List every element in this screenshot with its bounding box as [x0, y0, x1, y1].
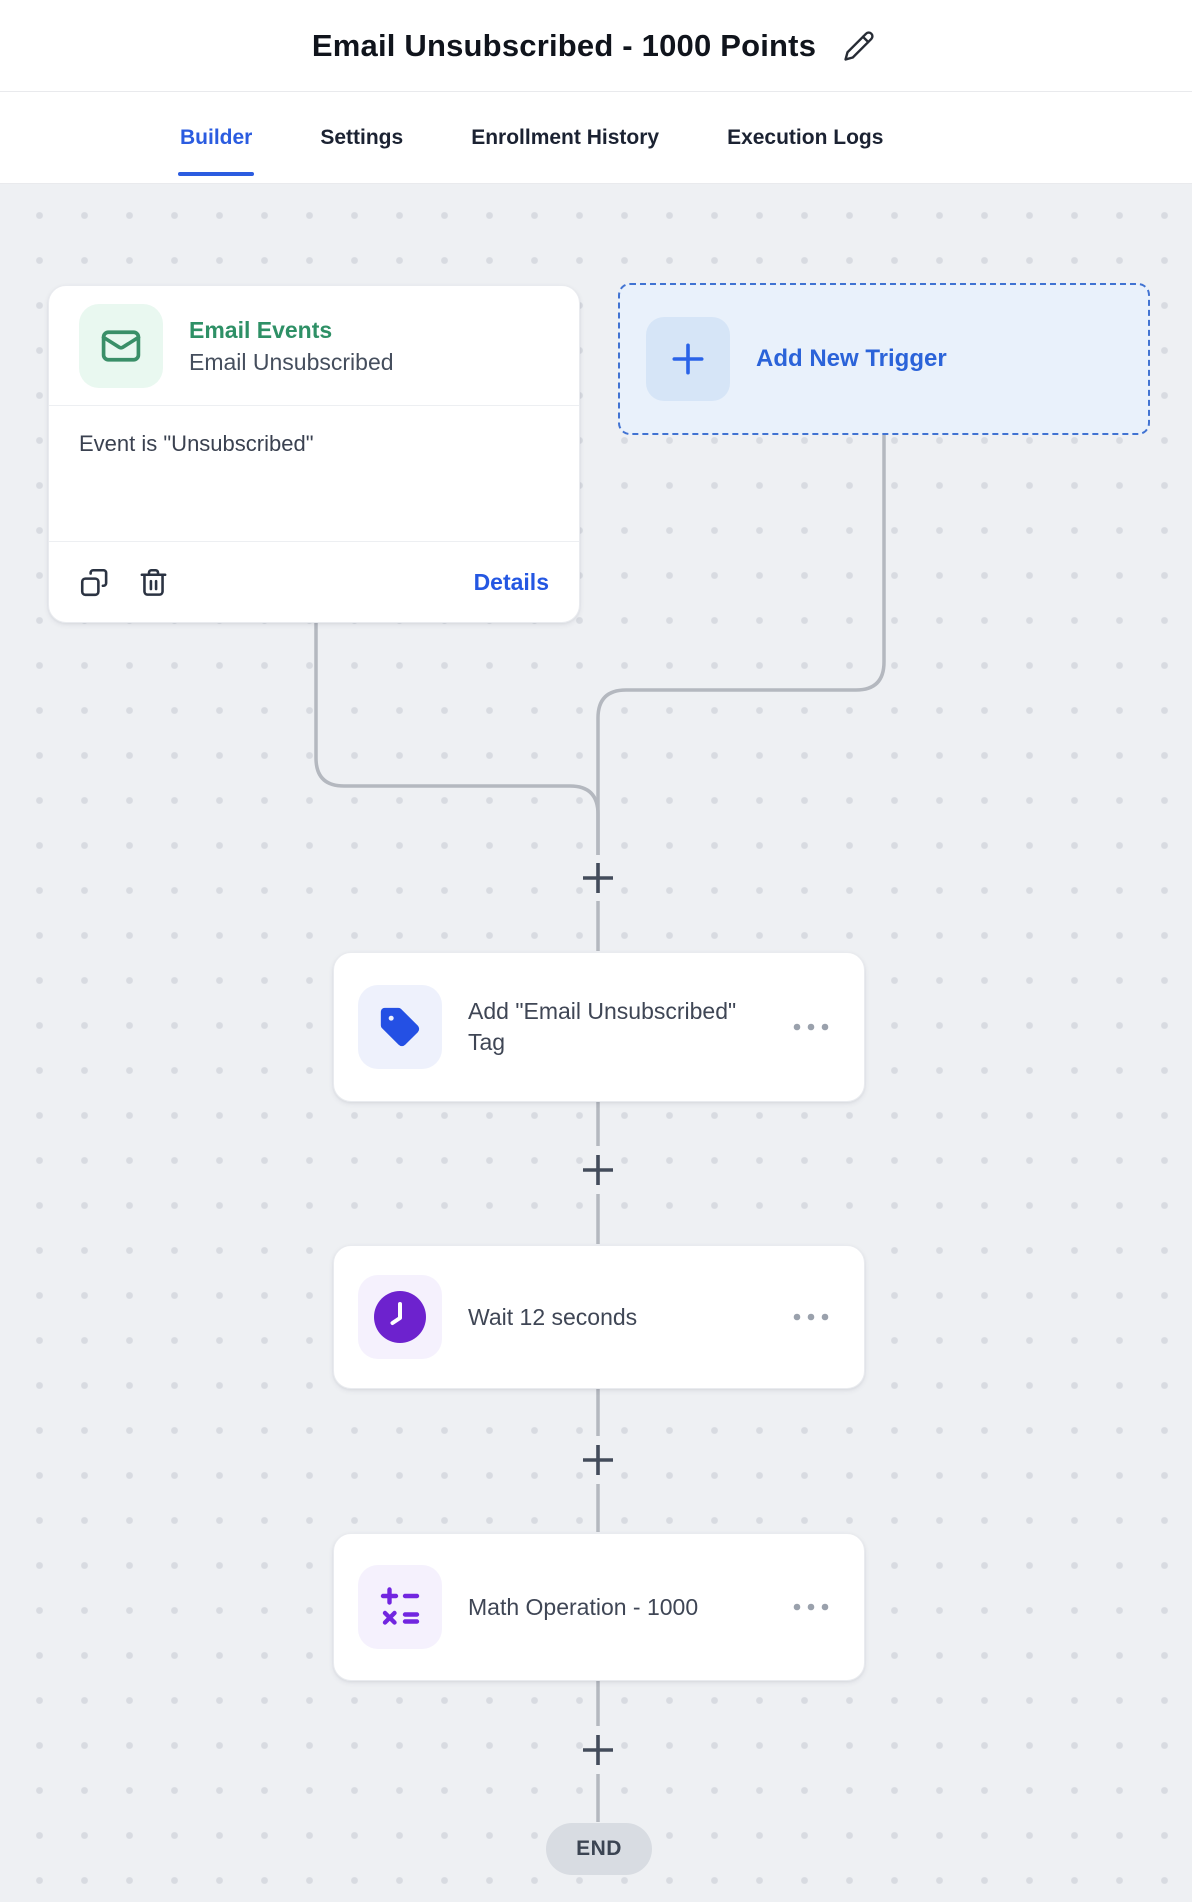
page-title: Email Unsubscribed - 1000 Points [311, 27, 817, 63]
workflow-header: Email Unsubscribed - 1000 Points [0, 0, 1192, 92]
step-menu-button[interactable] [792, 1596, 834, 1618]
add-step-button[interactable] [580, 1732, 616, 1768]
delete-trigger-button[interactable] [138, 567, 169, 598]
ellipsis-icon [793, 1313, 829, 1321]
tab-enrollment-history[interactable]: Enrollment History [469, 92, 661, 183]
tab-builder[interactable]: Builder [178, 92, 255, 183]
copy-icon [80, 568, 108, 596]
step-card-wait[interactable]: Wait 12 seconds [333, 1245, 865, 1389]
plus-icon [583, 863, 613, 893]
step-icon-badge [358, 985, 442, 1069]
add-new-trigger-label: Add New Trigger [756, 345, 947, 372]
workflow-canvas[interactable]: Email Events Email Unsubscribed Event is… [0, 184, 1192, 1902]
plus-icon [583, 1445, 613, 1475]
trigger-icon-badge [79, 303, 163, 388]
trigger-card-footer: Details [49, 542, 579, 622]
plus-badge [646, 317, 730, 401]
add-step-button[interactable] [580, 860, 616, 896]
step-title: Wait 12 seconds [468, 1303, 638, 1330]
tab-label: Builder [180, 125, 253, 149]
ellipsis-icon [793, 1603, 829, 1611]
trigger-card[interactable]: Email Events Email Unsubscribed Event is… [48, 285, 580, 623]
divider [49, 541, 579, 542]
ellipsis-icon [793, 1023, 829, 1031]
end-label: END [576, 1837, 622, 1860]
step-card-add-tag[interactable]: Add "Email Unsubscribed" Tag [333, 952, 865, 1102]
step-card-math-operation[interactable]: Math Operation - 1000 [333, 1533, 865, 1681]
step-icon-badge [358, 1275, 442, 1359]
trash-icon [140, 568, 167, 596]
trigger-name: Email Unsubscribed [189, 348, 394, 375]
plus-icon [583, 1735, 613, 1765]
step-menu-button[interactable] [792, 1016, 834, 1038]
tab-bar: Builder Settings Enrollment History Exec… [0, 92, 1192, 184]
clock-icon [374, 1291, 426, 1343]
plus-icon [583, 1155, 613, 1185]
tab-execution-logs[interactable]: Execution Logs [725, 92, 885, 183]
step-menu-button[interactable] [792, 1306, 834, 1328]
add-step-button[interactable] [580, 1442, 616, 1478]
tab-label: Enrollment History [471, 125, 660, 149]
add-new-trigger-button[interactable]: Add New Trigger [618, 283, 1150, 435]
mail-icon [101, 329, 141, 362]
plus-icon [672, 343, 704, 375]
step-title: Add "Email Unsubscribed" Tag [468, 998, 737, 1055]
duplicate-trigger-button[interactable] [79, 567, 110, 598]
trigger-condition: Event is "Unsubscribed" [79, 431, 314, 456]
trigger-category: Email Events [189, 316, 333, 343]
tab-label: Settings [320, 125, 404, 149]
add-step-button[interactable] [580, 1152, 616, 1188]
step-title: Math Operation - 1000 [468, 1593, 699, 1620]
edit-title-button[interactable] [838, 25, 880, 67]
tag-icon [380, 1007, 420, 1047]
divider [49, 405, 579, 406]
trigger-details-link[interactable]: Details [473, 568, 549, 595]
math-icon [380, 1587, 420, 1625]
tab-label: Execution Logs [727, 125, 884, 149]
trigger-card-header: Email Events Email Unsubscribed [49, 286, 579, 405]
end-node: END [546, 1823, 652, 1875]
tab-settings[interactable]: Settings [318, 92, 405, 183]
pencil-icon [844, 30, 874, 61]
step-icon-badge [358, 1565, 442, 1649]
